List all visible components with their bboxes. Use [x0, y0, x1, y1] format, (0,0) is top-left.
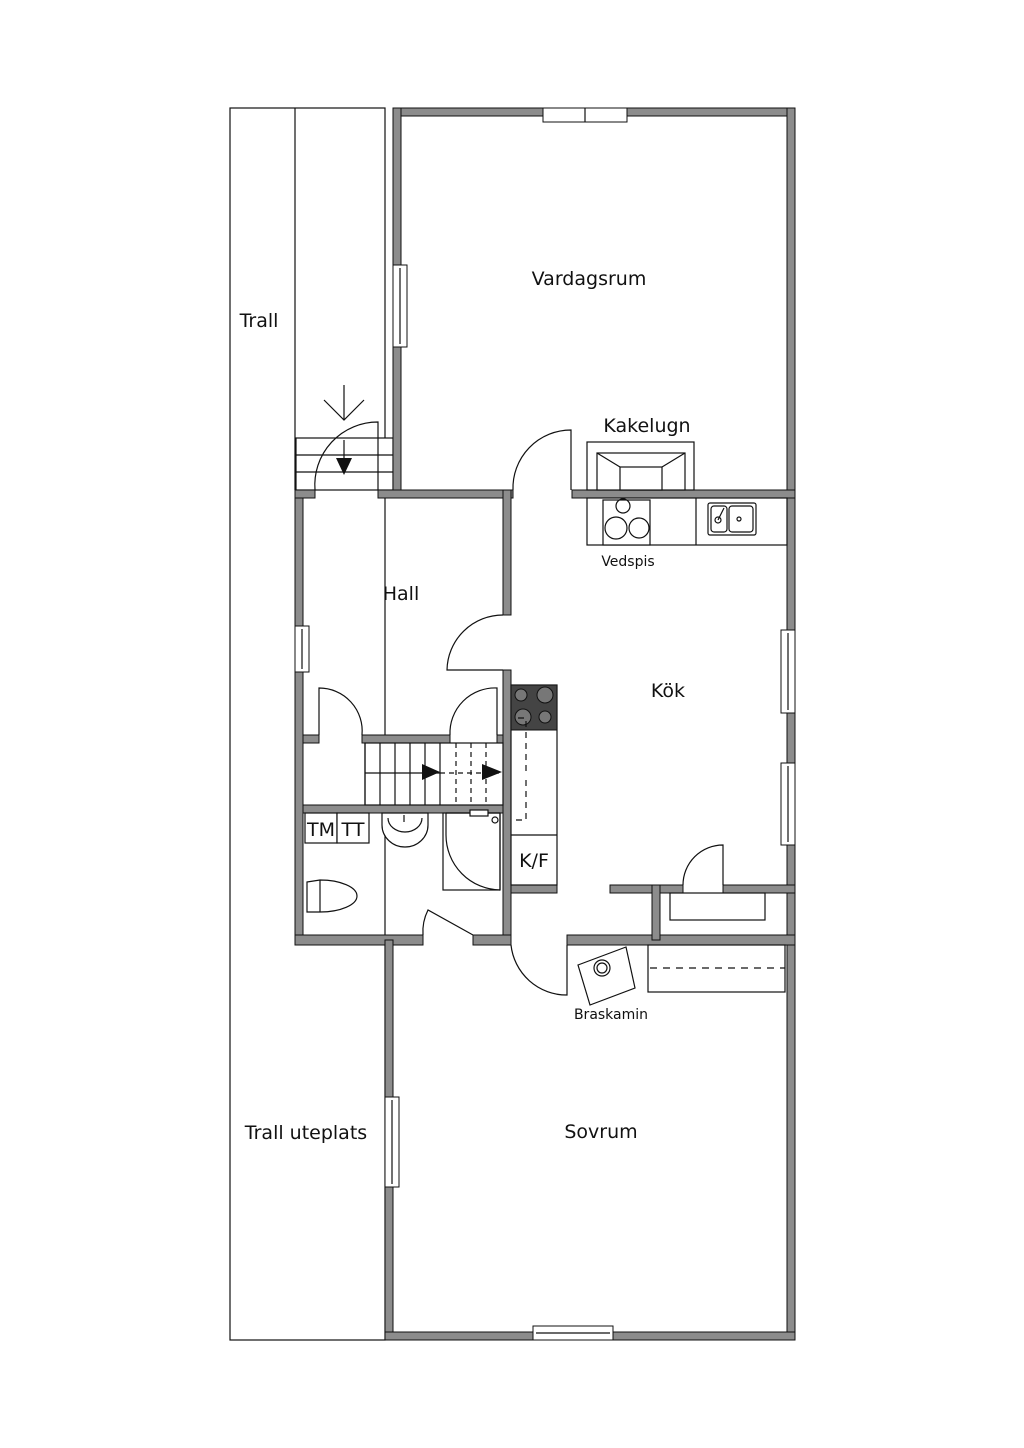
kitchen-closet [669, 892, 766, 921]
label-tt: TT [341, 819, 365, 841]
label-braskamin: Braskamin [574, 1007, 648, 1023]
room-label-trall-uteplats: Trall uteplats [244, 1122, 367, 1144]
deck [229, 107, 386, 1341]
windows [294, 107, 796, 1341]
label-kf: K/F [519, 850, 549, 872]
room-label-trall: Trall [239, 310, 279, 332]
room-label-hall: Hall [383, 583, 420, 605]
doors [314, 421, 724, 996]
wood-stove [602, 499, 651, 546]
kitchen-counter [586, 497, 788, 546]
room-label-vardagsrum: Vardagsrum [532, 268, 647, 290]
label-kakelugn: Kakelugn [603, 415, 690, 437]
shower-icon [445, 813, 501, 891]
braskamin-fixture [577, 946, 636, 1006]
label-tm: TM [306, 819, 335, 841]
label-vedspis: Vedspis [601, 554, 654, 570]
room-label-sovrum: Sovrum [564, 1121, 637, 1143]
side-counter [510, 684, 558, 886]
kakelugn-fixture [586, 441, 695, 491]
entry-steps [295, 385, 394, 491]
washbasin-icon [381, 812, 429, 848]
wardrobe [647, 944, 786, 993]
room-label-kok: Kök [651, 680, 685, 702]
stairs [364, 742, 504, 806]
bathroom-fixtures [304, 809, 501, 913]
